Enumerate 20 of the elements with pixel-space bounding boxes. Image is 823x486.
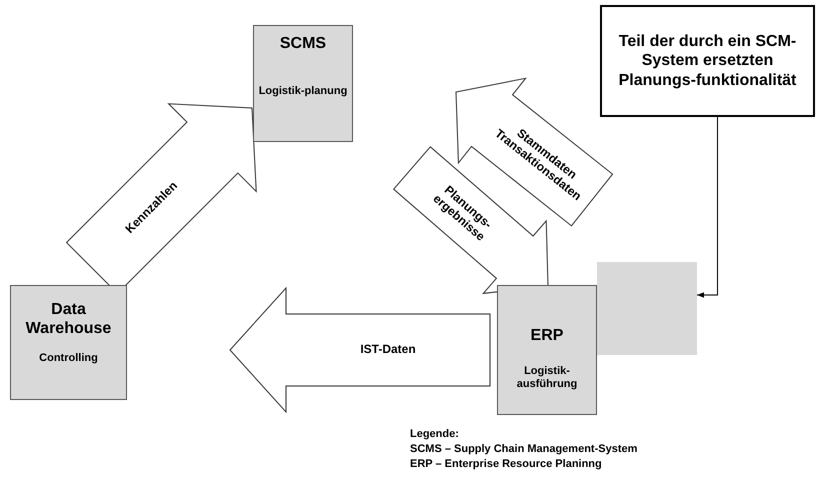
node-title: Teil der durch ein SCM-System ersetzten Planungs-funktionalität <box>618 32 798 90</box>
node-title: Data Warehouse <box>24 300 112 338</box>
node-subtitle: Logistik-ausführung <box>516 365 578 392</box>
block-arrow <box>229 286 490 414</box>
legend-text: SCMS – Supply Chain Management-System <box>410 443 638 455</box>
node-title: ERP <box>530 326 564 346</box>
system-box <box>497 285 597 415</box>
node-subtitle: Controlling <box>39 352 98 366</box>
legend-heading: Legende: <box>410 428 459 440</box>
leader-arrow <box>696 116 718 298</box>
legend-text: ERP – Enterprise Resource Planinng <box>410 458 602 470</box>
block-arrow <box>392 146 549 294</box>
node-title: SCMS <box>280 34 326 54</box>
system-box <box>10 285 127 400</box>
blank-box <box>597 262 697 355</box>
system-box <box>253 25 353 142</box>
note-box <box>600 5 815 117</box>
edge-label: IST-Daten <box>359 341 417 358</box>
node-subtitle: Logistik-planung <box>258 85 348 98</box>
block-arrow <box>455 78 614 227</box>
